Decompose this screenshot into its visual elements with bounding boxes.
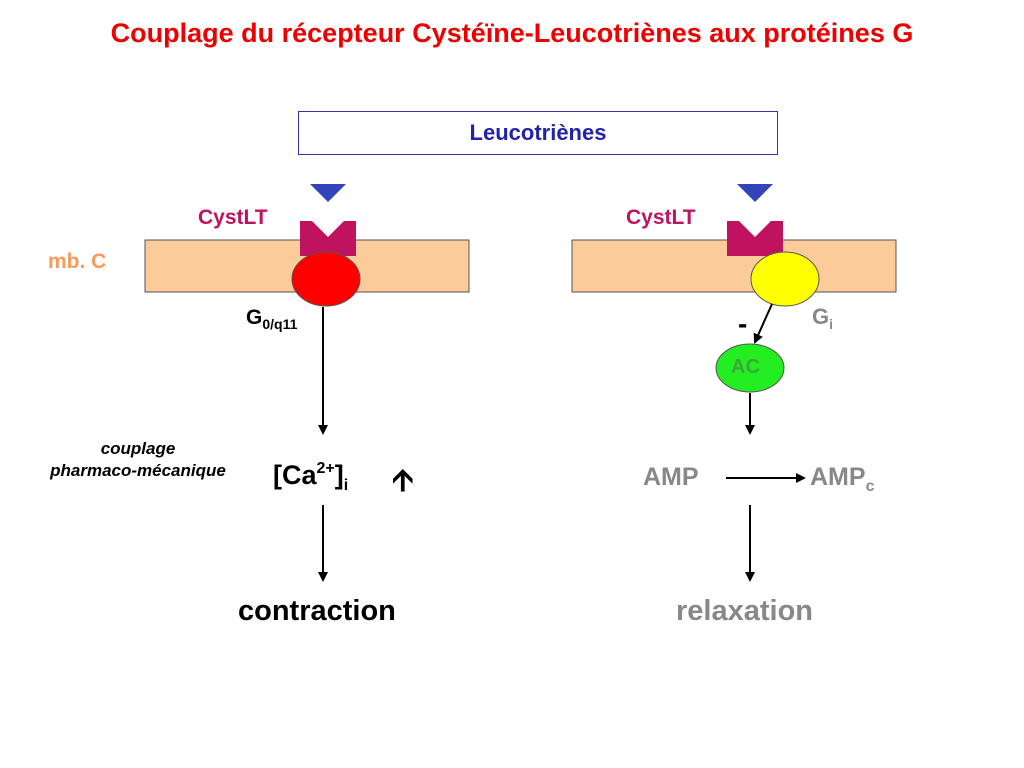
membrane-label: mb. C — [48, 250, 107, 273]
relaxation-label: relaxation — [676, 595, 813, 627]
ligand-triangle-left — [310, 184, 346, 202]
receptor-right — [727, 221, 783, 256]
receptor-label-right: CystLT — [626, 206, 696, 229]
gi-label: Gi — [812, 304, 834, 332]
gq-label: G0/q11 — [246, 306, 298, 332]
amp-label: AMP — [643, 463, 699, 491]
ligand-triangle-right — [737, 184, 773, 202]
ampc-label: AMPc — [810, 463, 875, 495]
gi-protein — [750, 251, 820, 307]
coupling-label: couplage pharmaco-mécanique — [50, 439, 226, 480]
arrow-gi-to-ac — [753, 303, 773, 344]
page-title: Couplage du récepteur Cystéïne-Leucotriè… — [110, 18, 914, 48]
adenylate-cyclase — [715, 343, 785, 393]
receptor-label-left: CystLT — [198, 206, 268, 229]
inhibition-sign: - — [738, 308, 748, 339]
calcium-label: [Ca2+]i — [273, 460, 349, 494]
leucotrienes-box: Leucotriènes — [298, 111, 778, 155]
receptor-left — [300, 221, 356, 256]
gq-protein — [291, 251, 361, 307]
ac-label: AC — [731, 356, 760, 378]
increase-arrow-icon: 🡩 — [392, 464, 414, 497]
contraction-label: contraction — [238, 595, 396, 627]
